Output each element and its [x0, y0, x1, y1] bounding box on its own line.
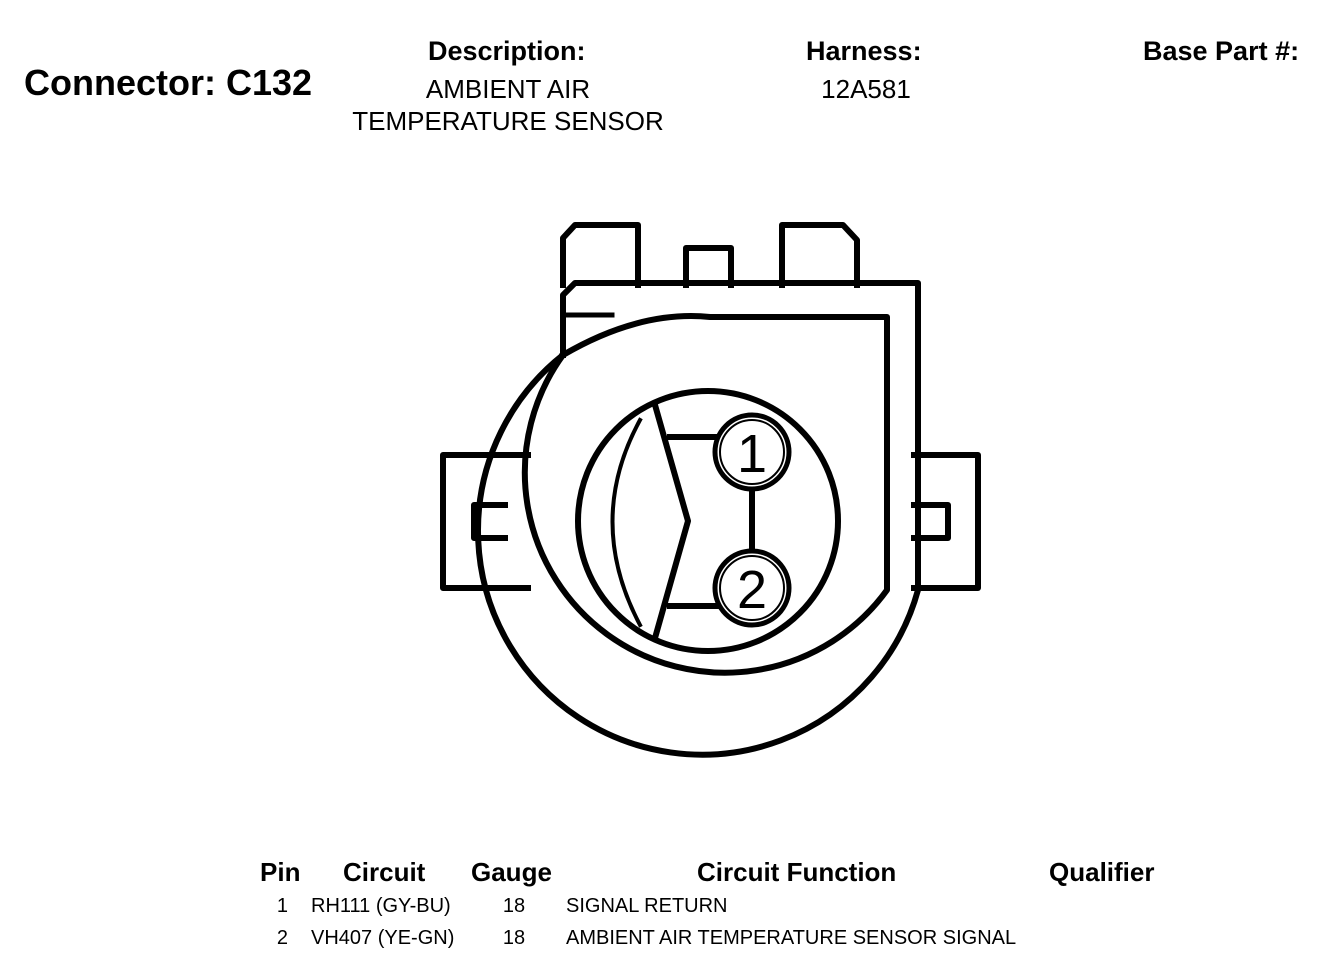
base-part-label: Base Part #:	[1143, 36, 1300, 66]
row-1-gauge: 18	[502, 895, 526, 917]
col-header-circuit: Circuit	[343, 857, 426, 887]
description-line-1: AMBIENT AIR	[425, 74, 591, 104]
description-value: AMBIENT AIR TEMPERATURE SENSOR	[330, 73, 686, 137]
row-1-pin: 1	[276, 895, 288, 917]
right-side-tab-slot	[911, 502, 951, 541]
row-2-pin: 2	[276, 927, 288, 949]
description-line-2: TEMPERATURE SENSOR	[352, 106, 664, 136]
top-right-latch	[779, 222, 860, 288]
row-2-function: AMBIENT AIR TEMPERATURE SENSOR SIGNAL	[566, 927, 1017, 949]
pin-2-label: 2	[737, 560, 767, 620]
top-center-latch	[683, 245, 734, 288]
row-1-function: SIGNAL RETURN	[566, 895, 728, 917]
outer-housing	[475, 280, 921, 758]
pin-2	[712, 548, 792, 628]
key-wedge-shadow	[610, 417, 643, 628]
description-label: Description:	[428, 36, 586, 66]
col-header-function: Circuit Function	[697, 857, 897, 887]
col-header-pin: Pin	[260, 857, 301, 887]
col-header-gauge: Gauge	[471, 857, 552, 887]
row-2-circuit: VH407 (YE-GN)	[311, 927, 455, 949]
harness-value: 12A581	[821, 74, 911, 104]
pin-link	[667, 434, 755, 609]
key-wedge	[651, 401, 691, 642]
left-side-tab-slot	[471, 502, 508, 541]
row-1-circuit: RH111 (GY-BU)	[311, 895, 451, 917]
row-2-gauge: 18	[502, 927, 526, 949]
connector-title: Connector: C132	[24, 62, 313, 103]
col-header-qualifier: Qualifier	[1049, 857, 1155, 887]
inner-housing	[521, 313, 890, 676]
pin-1	[712, 412, 792, 492]
pin-cavity	[575, 388, 841, 654]
harness-label: Harness:	[806, 36, 922, 66]
pin-1-label: 1	[737, 424, 767, 484]
left-side-tab	[440, 452, 531, 591]
top-left-latch	[560, 222, 641, 288]
right-side-tab	[911, 452, 981, 591]
